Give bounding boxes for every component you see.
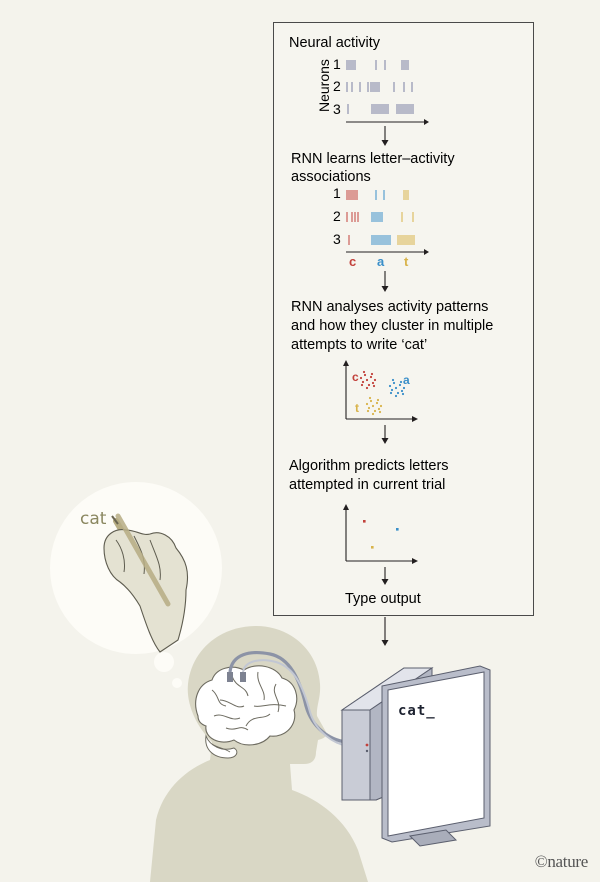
cluster-dot-c (365, 378, 369, 382)
step-algorithm-line1: Algorithm predicts letters (289, 458, 449, 474)
flow-arrow-1 (381, 126, 389, 146)
cluster-dot-t (366, 409, 370, 413)
cluster-dot-a (402, 386, 406, 390)
step-rnn-analyses-line3: attempts to write ‘cat’ (291, 337, 427, 353)
flow-arrow-4 (381, 567, 389, 585)
electrode-right (240, 672, 246, 682)
writing-hand: cat (80, 509, 189, 653)
head-and-shoulders (150, 626, 368, 882)
cluster-label-t: t (355, 401, 359, 415)
row-label-1: 1 (333, 56, 341, 72)
cluster-dot-c (367, 383, 371, 387)
screen-output-text: cat_ (398, 703, 436, 719)
flow-arrow-3 (381, 425, 389, 444)
cluster-dot-a (390, 388, 394, 392)
row-label-3b: 3 (333, 231, 341, 247)
cluster-dot-t (379, 404, 383, 408)
cluster-dot-t (376, 398, 380, 402)
cluster-dot-a (398, 383, 402, 387)
cluster-dot-t (371, 412, 375, 416)
cluster-dot-t (369, 399, 373, 403)
step-algorithm-line2: attempted in current trial (289, 477, 445, 493)
predicted-a-dot (396, 528, 399, 531)
row-label-2b: 2 (333, 208, 341, 224)
cluster-dot-t (378, 410, 382, 414)
thought-dot-medium (154, 652, 174, 672)
cluster-label-a: a (403, 373, 410, 387)
row-label-2: 2 (333, 78, 341, 94)
cluster-dot-c (369, 375, 373, 379)
cluster-dot-a (399, 380, 403, 384)
letter-a-label: a (377, 254, 385, 269)
thought-dot-small (172, 678, 182, 688)
cluster-dot-t (373, 409, 377, 413)
cluster-dot-c (365, 386, 369, 390)
step-type-output: Type output (345, 591, 421, 607)
step-rnn-learns-line2: associations (291, 169, 371, 185)
neural-raster: Neurons 1 2 3 (316, 56, 429, 125)
cluster-dot-t (375, 401, 379, 405)
cluster-dots (359, 370, 406, 416)
cluster-dot-a (389, 391, 393, 395)
neurons-axis-label: Neurons (316, 59, 332, 112)
predicted-c-dot (363, 520, 366, 523)
electrode-left (227, 672, 233, 682)
output-arrow (381, 617, 389, 646)
computer: cat_ (340, 665, 491, 847)
flow-arrow-2 (381, 271, 389, 292)
cluster-dot-c (362, 370, 366, 374)
cluster-dot-c (372, 384, 376, 388)
predicted-t-dot (371, 546, 374, 549)
cluster-dot-a (401, 392, 405, 396)
nature-credit: ©nature (534, 852, 589, 871)
cluster-dot-a (400, 389, 404, 393)
row-label-1b: 1 (333, 185, 341, 201)
brain-illustration (195, 665, 298, 759)
cluster-dot-a (391, 378, 395, 382)
cluster-dot-t (368, 396, 372, 400)
step-rnn-analyses-line2: and how they cluster in multiple (291, 318, 493, 334)
step-neural-activity: Neural activity (289, 35, 381, 51)
cluster-dot-a (394, 386, 398, 390)
cluster-dot-a (396, 391, 400, 395)
step-rnn-learns-line1: RNN learns letter–activity (291, 151, 455, 167)
cluster-plot: c a t (343, 360, 418, 422)
letter-t-label: t (404, 254, 409, 269)
cluster-dot-c (371, 381, 375, 385)
cluster-dot-a (388, 384, 392, 388)
letter-raster: 1 2 3 c a t (333, 185, 429, 269)
person-silhouette (150, 626, 368, 882)
letter-c-label: c (349, 254, 356, 269)
raster-spikes-neutral (346, 60, 414, 114)
raster-spikes-colored (346, 190, 415, 245)
monitor-screen (387, 671, 485, 837)
cable-highlight (242, 659, 349, 747)
cluster-dot-t (377, 407, 381, 411)
cluster-dot-c (373, 378, 377, 382)
cluster-dot-t (367, 406, 371, 410)
cluster-dot-c (363, 373, 367, 377)
cluster-dot-c (361, 380, 365, 384)
cluster-dot-t (371, 404, 375, 408)
cluster-dot-a (394, 394, 398, 398)
cluster-dot-c (370, 372, 374, 376)
power-led (365, 743, 369, 747)
step-rnn-analyses-line1: RNN analyses activity patterns (291, 299, 488, 315)
cluster-dot-a (392, 381, 396, 385)
handwritten-cat: cat (80, 509, 107, 529)
cluster-dot-c (360, 383, 364, 387)
cluster-dot-t (365, 402, 369, 406)
monitor-stand (408, 829, 458, 847)
prediction-plot (343, 504, 418, 564)
process-panel (273, 22, 534, 616)
cluster-label-c: c (352, 370, 359, 384)
cluster-dot-c (359, 376, 363, 380)
time-axis-arrowhead (424, 119, 429, 125)
row-label-3: 3 (333, 101, 341, 117)
